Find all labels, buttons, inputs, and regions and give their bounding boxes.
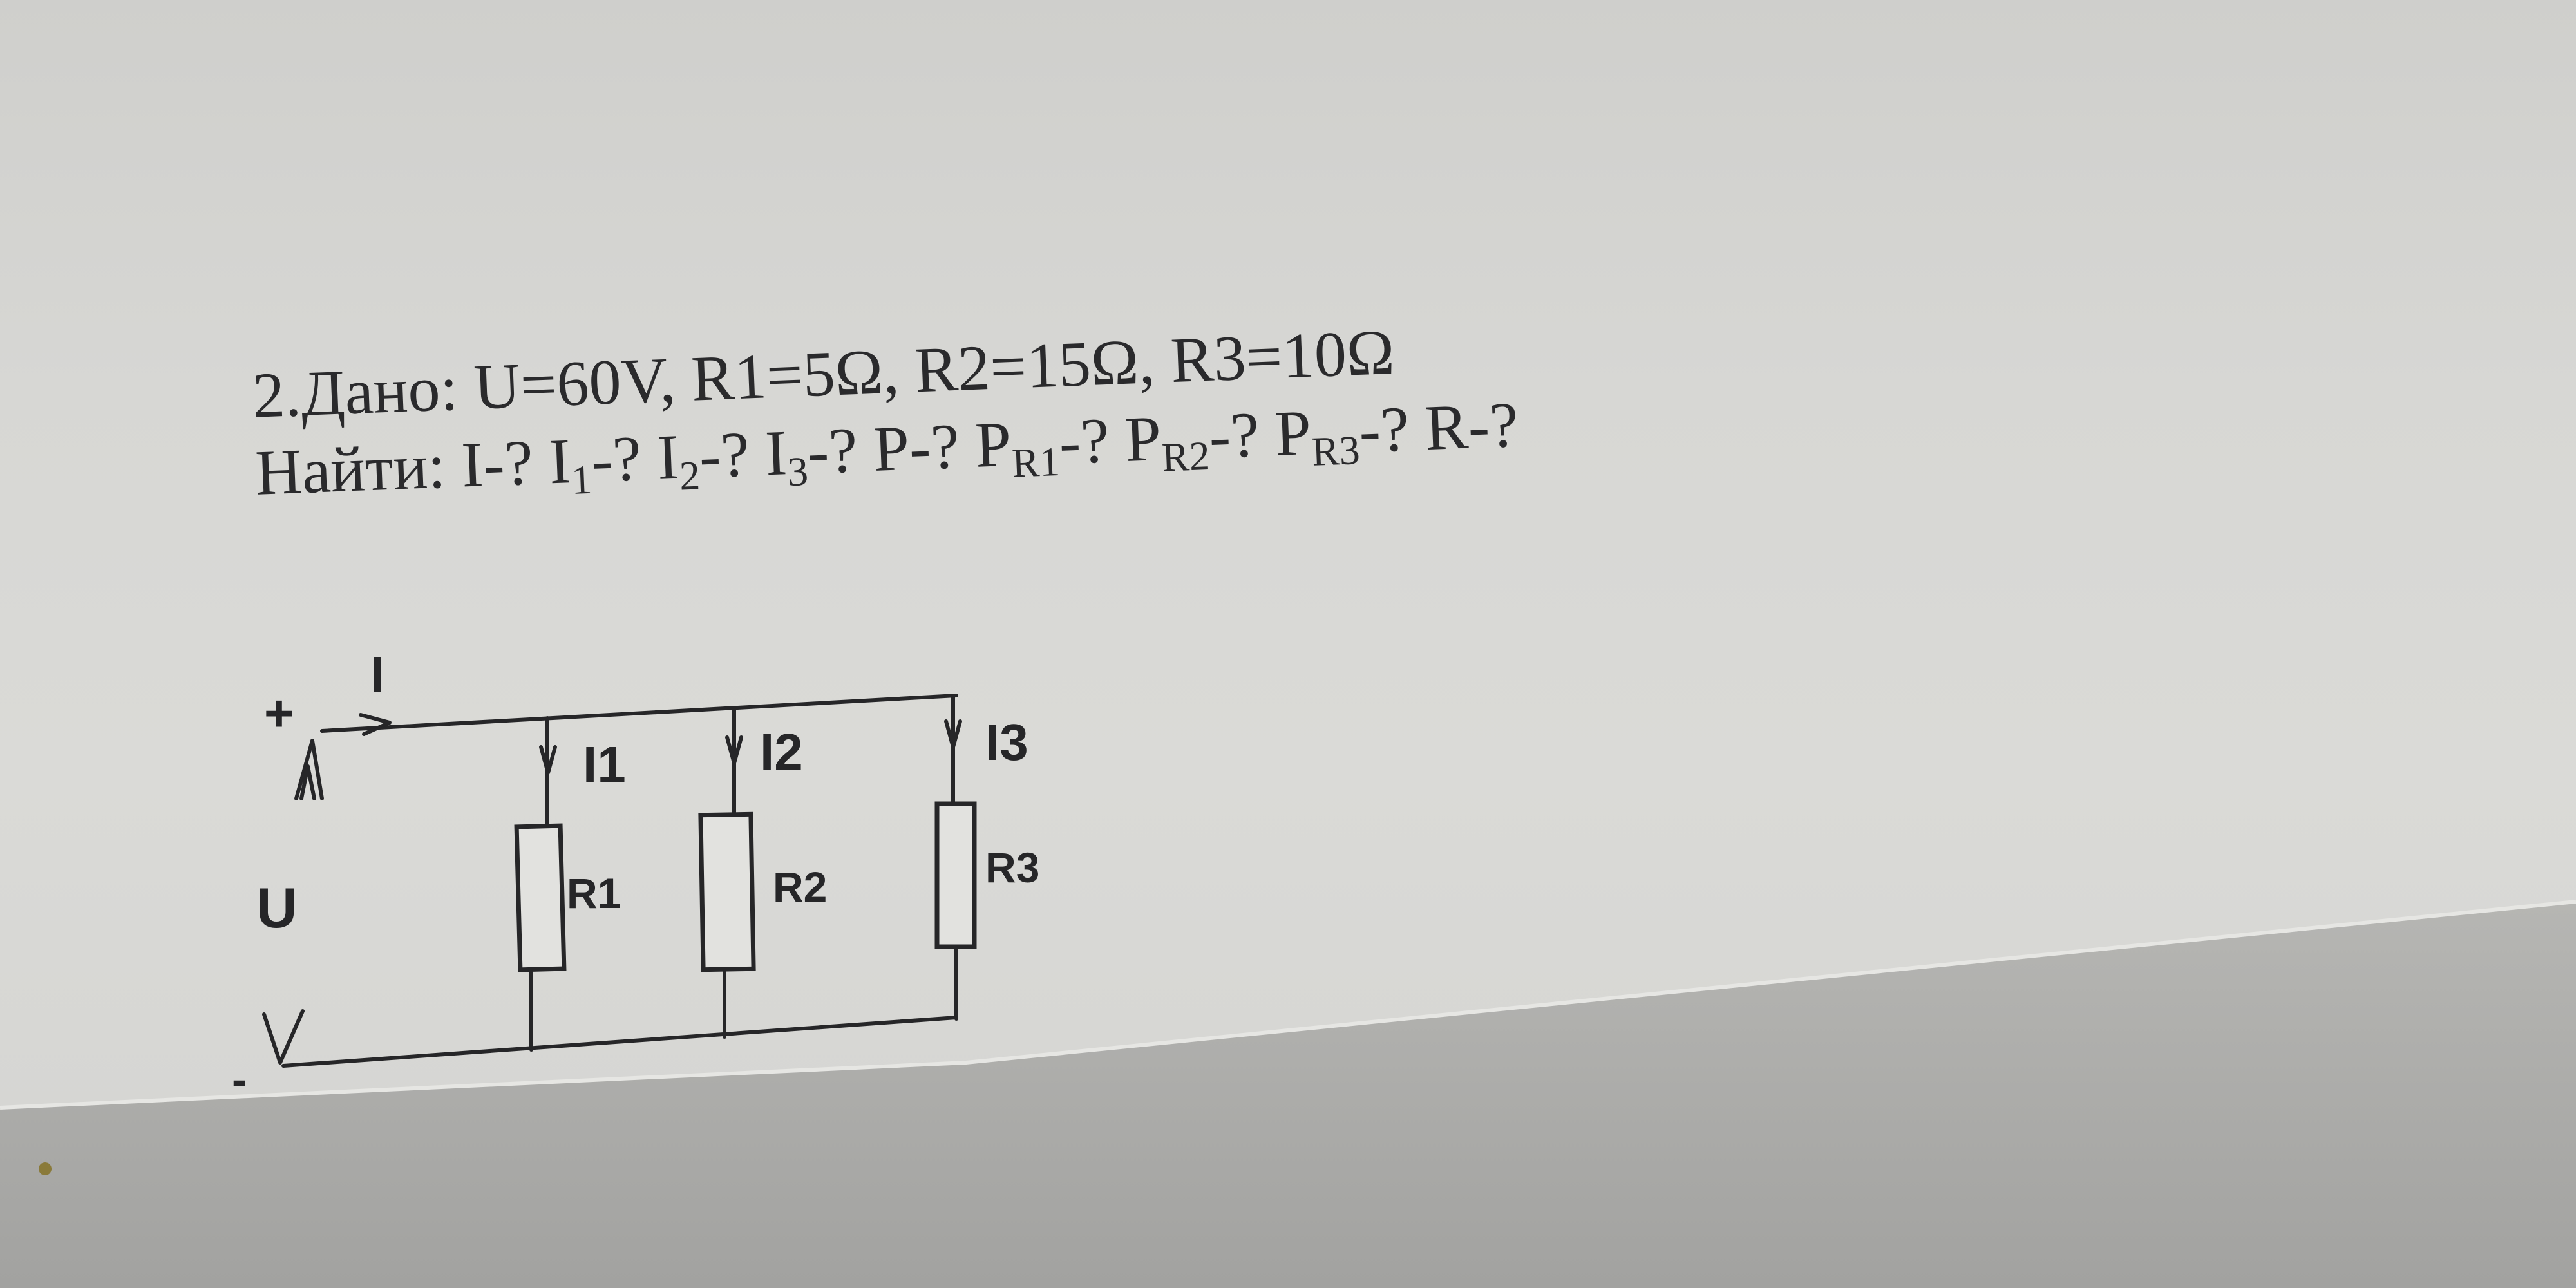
plus-terminal-icon bbox=[294, 739, 324, 800]
arrow-i3-icon bbox=[944, 719, 962, 749]
resistor-r1-label: R1 bbox=[567, 869, 621, 917]
arrow-i1-icon bbox=[539, 745, 557, 775]
resistor-r1-symbol bbox=[514, 823, 567, 972]
voltage-label: U bbox=[256, 876, 298, 940]
current-i1-label: I1 bbox=[583, 736, 626, 793]
resistor-r3-symbol bbox=[934, 801, 977, 949]
top-wire bbox=[320, 694, 958, 733]
current-i-label: I bbox=[370, 646, 384, 703]
bottom-wire bbox=[281, 1016, 958, 1068]
resistor-r2-label: R2 bbox=[773, 863, 827, 911]
plus-terminal-inner-icon bbox=[299, 764, 316, 800]
paper-speck bbox=[39, 1162, 52, 1175]
plus-sign-label: + bbox=[264, 685, 294, 742]
minus-terminal-icon bbox=[262, 1009, 305, 1065]
current-i2-label: I2 bbox=[760, 723, 803, 781]
resistor-r3-label: R3 bbox=[985, 844, 1039, 891]
arrow-i2-icon bbox=[725, 735, 743, 765]
resistor-r2-symbol bbox=[698, 811, 756, 972]
arrow-i-icon bbox=[359, 713, 392, 736]
current-i3-label: I3 bbox=[985, 714, 1028, 771]
minus-sign-label: - bbox=[232, 1054, 247, 1104]
